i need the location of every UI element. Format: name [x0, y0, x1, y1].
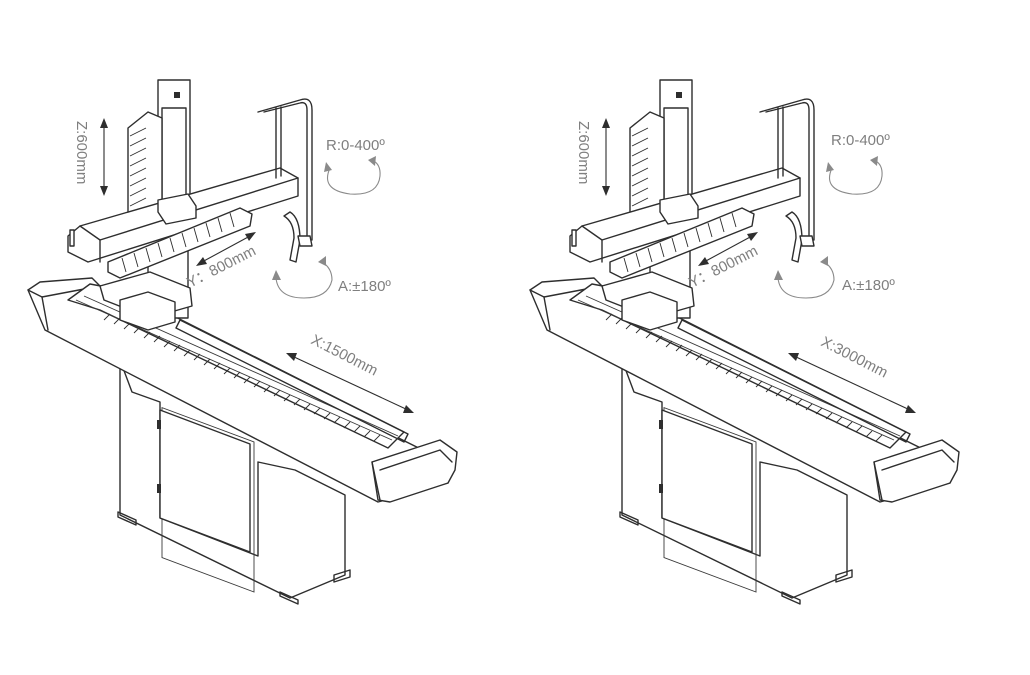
z-range-label: Z:600mm: [575, 121, 592, 184]
machine-left: Z:600mm R:0-400º A:±180º Y：800mm X:1500m…: [27, 79, 458, 605]
machine-right: Z:600mm R:0-400º A:±180º Y：800mm X:3000m…: [529, 79, 960, 605]
z-range-label: Z:600mm: [73, 121, 90, 184]
a-range-label: A:±180º: [338, 278, 391, 295]
x-range-label: X:3000mm: [818, 333, 890, 381]
y-range-label: Y：800mm: [686, 242, 761, 291]
x-range-label: X:1500mm: [308, 331, 380, 379]
y-range-label: Y：800mm: [184, 242, 259, 291]
r-range-label: R:0-400º: [326, 137, 385, 154]
r-range-label: R:0-400º: [831, 132, 890, 149]
a-range-label: A:±180º: [842, 277, 895, 294]
